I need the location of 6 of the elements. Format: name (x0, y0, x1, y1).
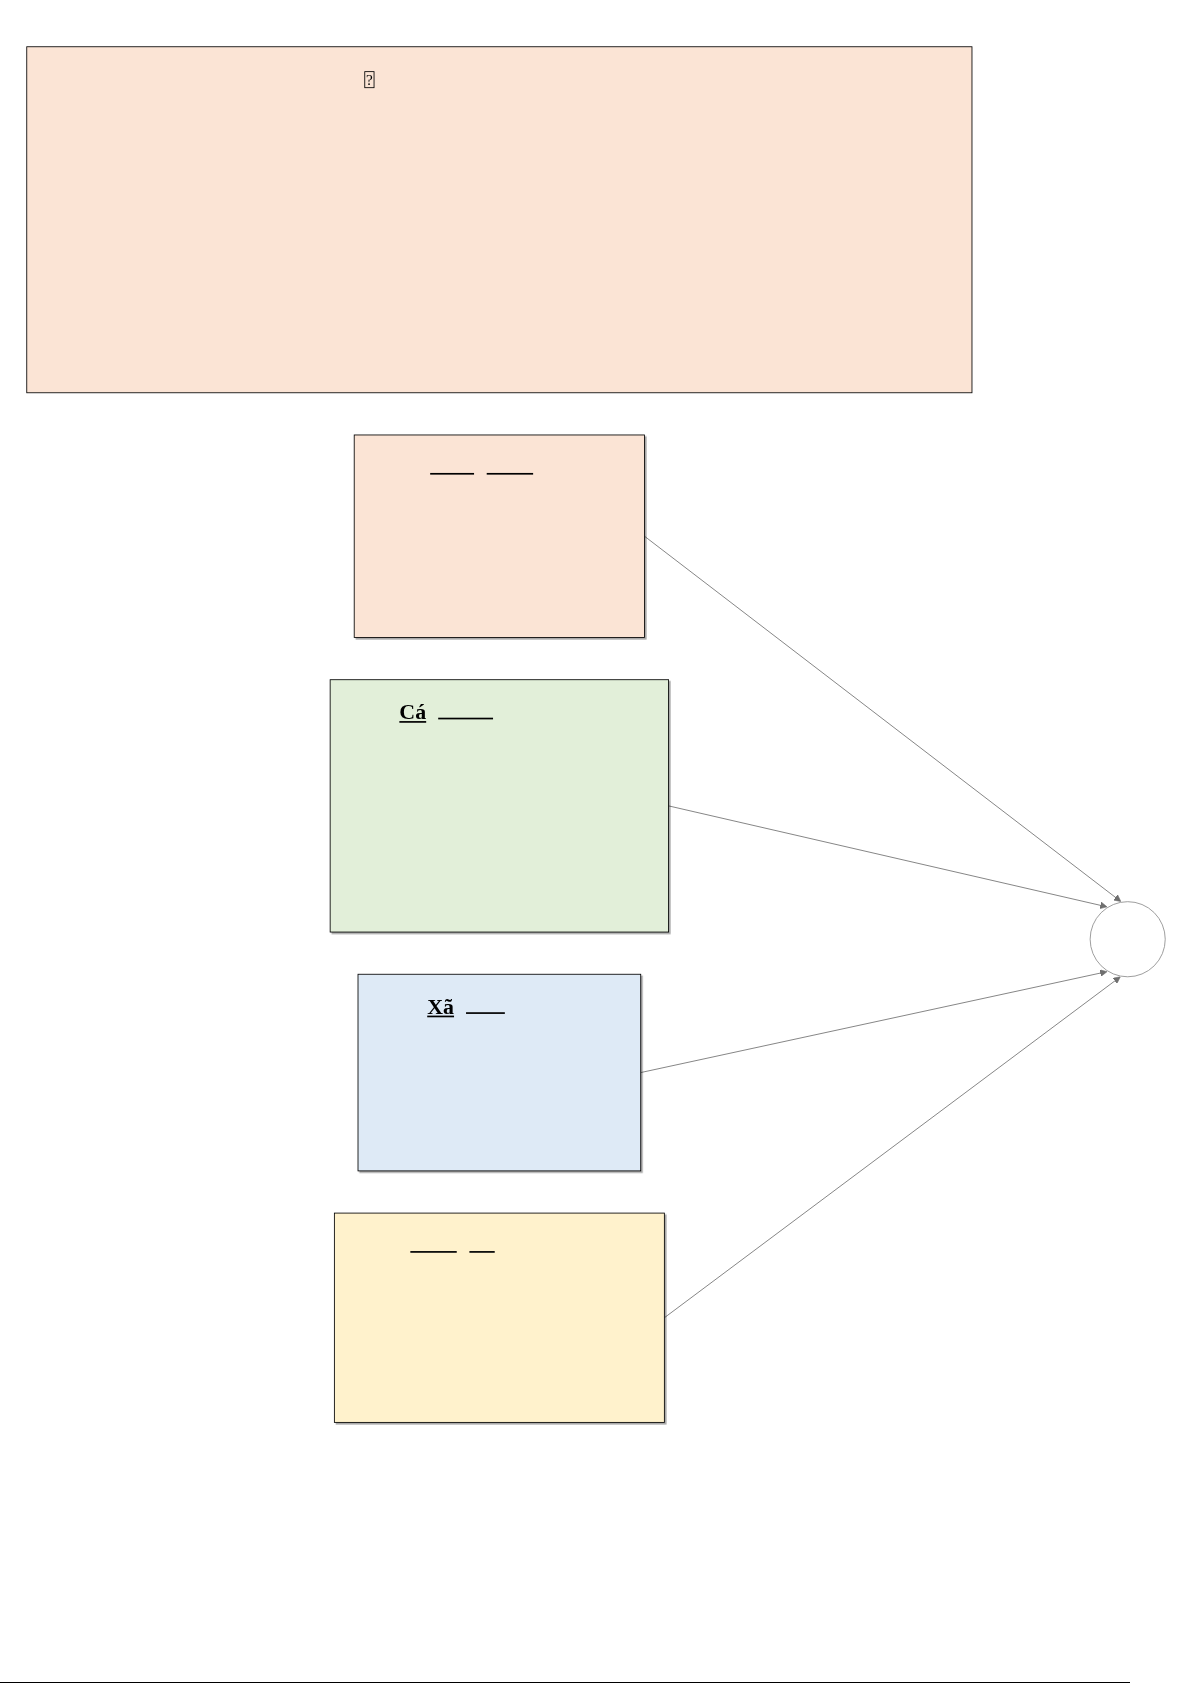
node-box: Xã (357, 973, 642, 1172)
node-box: Cá (329, 679, 669, 933)
node-box (333, 1212, 665, 1423)
node-box: ? (26, 46, 973, 394)
node-circle (1089, 901, 1166, 978)
node-box (353, 434, 645, 638)
